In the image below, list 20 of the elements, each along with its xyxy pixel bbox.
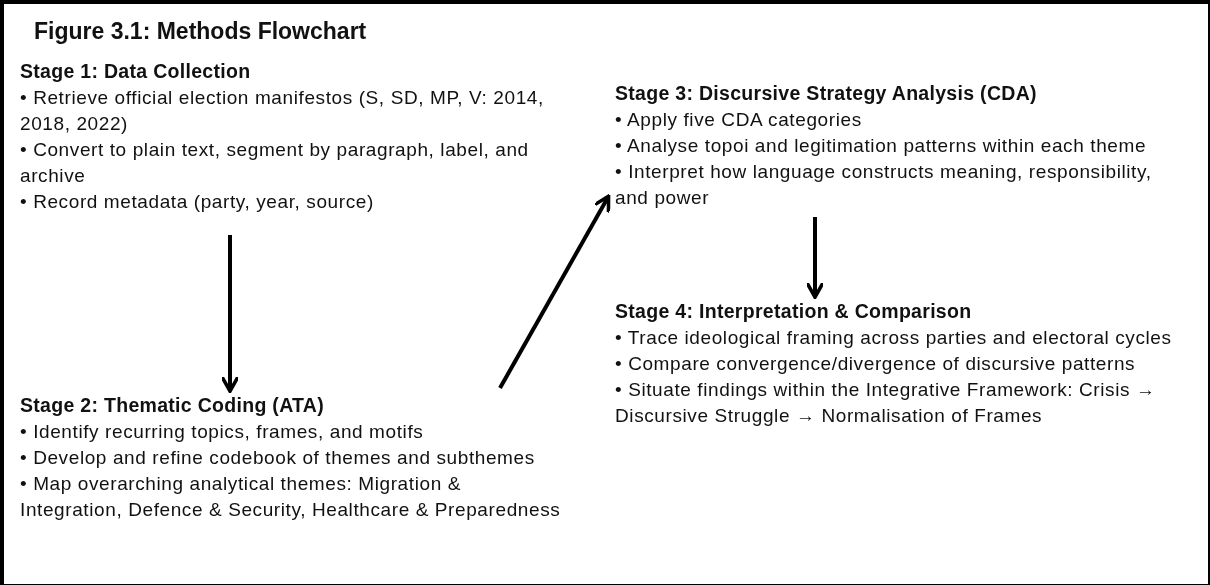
arrow <box>498 194 611 389</box>
bullet-item: • Record metadata (party, year, source) <box>20 190 375 214</box>
stage-heading: Stage 1: Data Collection <box>20 59 252 84</box>
stage-heading: Stage 4: Interpretation & Comparison <box>615 299 973 324</box>
figure-title: Figure 3.1: Methods Flowchart <box>34 18 367 45</box>
stage-heading: Stage 3: Discursive Strategy Analysis (CDA) <box>615 81 1038 106</box>
bullet-item: • Compare convergence/divergence of discursive patterns <box>615 352 1137 376</box>
bullet-item: • Convert to plain text, segment by paragraph, label, and archive <box>20 138 530 188</box>
arrow <box>220 235 240 393</box>
bullet-item: • Situate findings within the Integrative Framework: Crisis → Discursive Struggle → Normalisation of Frames <box>615 378 1157 428</box>
bullet-item: • Retrieve official election manifestos (S, SD, MP, V: 2014, 2018, 2022) <box>20 86 545 136</box>
stage-heading: Stage 2: Thematic Coding (ATA) <box>20 393 326 418</box>
bullet-item: • Interpret how language constructs meaning, responsibility, and power <box>615 160 1153 210</box>
bullet-item: • Map overarching analytical themes: Migration & Integration, Defence & Security, Healthcare & Preparedness <box>20 472 562 522</box>
bullet-item: • Identify recurring topics, frames, and motifs <box>20 420 425 444</box>
bullet-item: • Apply five CDA categories <box>615 108 863 132</box>
bullet-item: • Develop and refine codebook of themes and subthemes <box>20 446 536 470</box>
arrow <box>805 217 825 299</box>
bullet-item: • Analyse topoi and legitimation patterns within each theme <box>615 134 1148 158</box>
bullet-item: • Trace ideological framing across parties and electoral cycles <box>615 326 1173 350</box>
